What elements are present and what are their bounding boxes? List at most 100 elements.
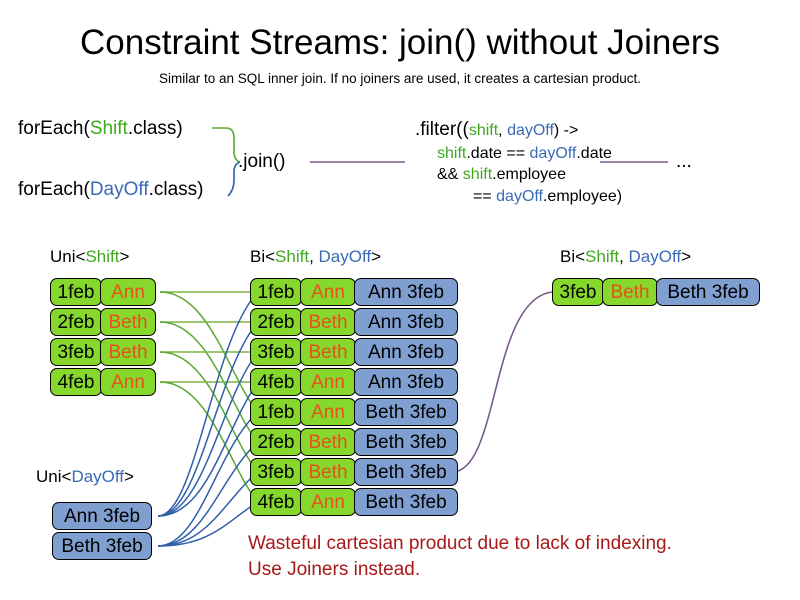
shift-date: 4feb: [50, 368, 102, 396]
page-title: Constraint Streams: join() without Joine…: [80, 23, 720, 62]
link-dayoff-1-r4: [157, 381, 259, 517]
shift-date: 3feb: [50, 338, 102, 366]
link-shift-1-b: [159, 291, 259, 413]
product-employee: Ann: [300, 488, 356, 516]
cap-bi-right-prefix: Bi<: [560, 247, 586, 266]
code-filter-line3: && shift.employee: [437, 164, 566, 185]
filter-l4-eq: ==: [473, 188, 497, 205]
code-filter-line1: .filter((shift, dayOff) ->: [415, 118, 578, 142]
link-dayoff-1-r2: [157, 321, 259, 517]
filter-l3-and: &&: [437, 166, 463, 183]
product-employee: Ann: [300, 398, 356, 426]
cap-uni-dayoff-suffix: >: [124, 467, 134, 486]
filter-l3-shift: shift: [462, 166, 493, 183]
cap-uni-shift-suffix: >: [119, 247, 130, 266]
filter-param-dayoff: dayOff: [507, 122, 554, 139]
link-dayoff-1-r3: [157, 351, 259, 517]
product-date: 3feb: [250, 338, 302, 366]
code-foreach-shift: forEach(Shift.class): [18, 117, 183, 141]
shift-employee: Ann: [100, 368, 156, 396]
filter-param-shift: shift: [468, 122, 499, 139]
cap-bi-mid-type2: DayOff: [318, 247, 372, 266]
product-employee: Ann: [300, 278, 356, 306]
filter-l2-date-eq: .date ==: [466, 145, 530, 162]
product-dayoff: Ann 3feb: [354, 368, 458, 396]
product-dayoff: Ann 3feb: [354, 278, 458, 306]
dayoff-label: Ann 3feb: [52, 502, 152, 530]
filter-l4-dayoff: dayOff: [496, 188, 543, 205]
caption-uni-shift: Uni<Shift>: [50, 246, 129, 268]
warning-line-2: Use Joiners instead.: [248, 559, 421, 580]
warning-line-1: Wasteful cartesian product due to lack o…: [248, 533, 672, 554]
link-shift-4-b: [159, 381, 259, 503]
link-shift-3-b: [159, 351, 259, 473]
cap-uni-shift-prefix: Uni<: [50, 247, 86, 266]
shift-employee: Beth: [100, 338, 156, 366]
dayoff-card[interactable]: Beth 3feb: [52, 532, 152, 560]
page-subtitle: Similar to an SQL inner join. If no join…: [159, 71, 641, 86]
cap-uni-dayoff-prefix: Uni<: [36, 467, 72, 486]
shift-employee: Beth: [100, 308, 156, 336]
product-dayoff: Beth 3feb: [354, 458, 458, 486]
cap-uni-shift-type: Shift: [85, 247, 120, 266]
code-join-label: .join(): [238, 151, 286, 172]
foreach-dayoff-prefix: forEach(: [18, 179, 90, 200]
product-dayoff: Beth 3feb: [354, 398, 458, 426]
filter-l2-dayoff: dayOff: [529, 145, 577, 162]
product-date: 4feb: [250, 368, 302, 396]
filter-prefix: .filter((: [415, 119, 469, 140]
product-date: 4feb: [250, 488, 302, 516]
product-employee: Ann: [300, 368, 356, 396]
cap-bi-mid-type1: Shift: [275, 247, 310, 266]
cap-uni-dayoff-type: DayOff: [71, 467, 125, 486]
link-dayoff-2-r5: [157, 411, 259, 547]
product-employee: Beth: [300, 428, 356, 456]
foreach-shift-suffix: .class): [127, 118, 183, 139]
product-date: 1feb: [250, 398, 302, 426]
code-filter-line4: == dayOff.employee): [473, 186, 622, 207]
shift-date: 1feb: [50, 278, 102, 306]
filter-l3-employee: .employee: [492, 166, 566, 183]
product-date: 1feb: [250, 278, 302, 306]
product-employee: Beth: [300, 308, 356, 336]
ellipsis-label: ...: [676, 151, 692, 172]
link-dayoff-2-r7: [157, 471, 259, 547]
foreach-dayoff-type: DayOff: [89, 179, 149, 200]
link-dayoff-1-r1: [157, 291, 259, 517]
warning-text: Wasteful cartesian product due to lack o…: [248, 531, 672, 583]
foreach-shift-type: Shift: [89, 118, 128, 139]
filter-comma: ,: [498, 122, 508, 139]
product-date: 2feb: [250, 428, 302, 456]
brace-shift: [212, 127, 241, 163]
filter-l2-date: .date: [576, 145, 612, 162]
cap-bi-mid-suffix: >: [371, 247, 382, 266]
code-filter-line2: shift.date == dayOff.date: [437, 143, 612, 164]
dayoff-label: Beth 3feb: [52, 532, 152, 560]
foreach-dayoff-suffix: .class): [148, 179, 204, 200]
dayoff-card[interactable]: Ann 3feb: [52, 502, 152, 530]
result-employee: Beth: [602, 278, 658, 306]
shift-employee: Ann: [100, 278, 156, 306]
product-employee: Beth: [300, 338, 356, 366]
product-employee: Beth: [300, 458, 356, 486]
product-dayoff: Beth 3feb: [354, 428, 458, 456]
product-date: 2feb: [250, 308, 302, 336]
link-dayoff-2-r8: [157, 501, 259, 547]
result-date: 3feb: [552, 278, 604, 306]
cap-bi-right-type1: Shift: [585, 247, 620, 266]
product-dayoff: Beth 3feb: [354, 488, 458, 516]
